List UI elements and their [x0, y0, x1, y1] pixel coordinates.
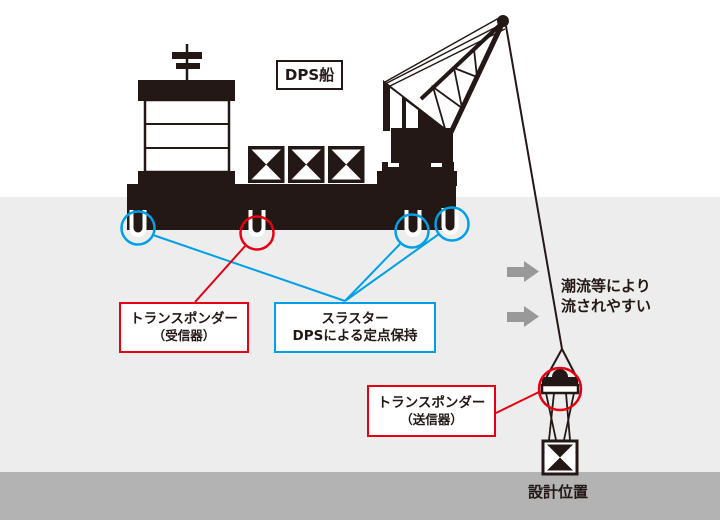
red-circle-marker-transmitter [537, 366, 583, 412]
callout-transponder-receiver: トランスポンダー （受信器） [119, 302, 249, 353]
thruster-icon [441, 208, 459, 235]
boom-chord [442, 20, 506, 147]
spreader-beam [542, 377, 578, 385]
hoist-wire [505, 25, 563, 350]
ship-name-label: DPS船 [276, 60, 343, 90]
bridge-base [138, 171, 235, 185]
callout-line: トランスポンダー [130, 311, 238, 328]
crane-cable [384, 23, 503, 85]
boom-lattice [431, 48, 479, 140]
antenna-bar [176, 63, 200, 69]
crane-flange [382, 162, 454, 172]
current-arrow-icon [507, 306, 539, 327]
blue-circle-marker [394, 213, 430, 249]
cargo-hatch-icon [248, 146, 285, 183]
leader-line-thruster [344, 233, 440, 302]
crane-base [377, 171, 457, 186]
antenna-bar [172, 52, 202, 59]
cargo-hatch-icon [288, 146, 325, 183]
dps-ship-icon [127, 44, 456, 230]
boom-tip-pulley [497, 15, 509, 27]
leader-line-receiver [194, 244, 247, 303]
seabed [0, 472, 720, 520]
target-position-label: 設計位置 [527, 483, 588, 501]
ship-name-text: DPS船 [284, 65, 335, 84]
current-arrow-icon [507, 261, 539, 282]
blue-circle-marker [120, 210, 156, 246]
crane-cable [384, 17, 500, 83]
callout-line: スラスター [321, 310, 389, 327]
bridge-body [143, 98, 231, 174]
callout-transponder-transmitter: トランスポンダー （送信器） [367, 385, 496, 437]
red-circle-marker-receiver [239, 215, 275, 251]
cargo-hatch-icon [328, 146, 365, 183]
crane-cab [391, 128, 453, 163]
current-note-line: 潮流等により [561, 277, 651, 295]
leader-line-transmitter [495, 391, 540, 414]
ship-hull [127, 184, 456, 230]
thruster-icon [129, 210, 147, 237]
lifted-load-icon [540, 348, 580, 476]
bridge-top [138, 80, 235, 101]
callout-line: トランスポンダー [377, 394, 486, 411]
blue-circle-marker [434, 206, 470, 242]
callout-thrusters-dps: スラスター DPSによる定点保持 [274, 302, 436, 353]
leader-line-thruster [152, 234, 346, 302]
crane-icon [377, 15, 509, 186]
crane-window [390, 88, 402, 131]
callout-line: （受信器） [152, 328, 216, 344]
crane-window [406, 101, 418, 131]
callout-line: DPSによる定点保持 [292, 327, 418, 344]
current-drift-note: 潮流等により 流されやすい [561, 276, 651, 316]
callout-line: （送信器） [400, 411, 463, 427]
leader-line-thruster [344, 242, 402, 302]
thruster-icon [248, 210, 266, 237]
boom-chord [419, 20, 505, 101]
transmitter-dome [552, 369, 568, 377]
current-note-line: 流されやすい [561, 297, 652, 315]
crane-cable [385, 28, 506, 89]
